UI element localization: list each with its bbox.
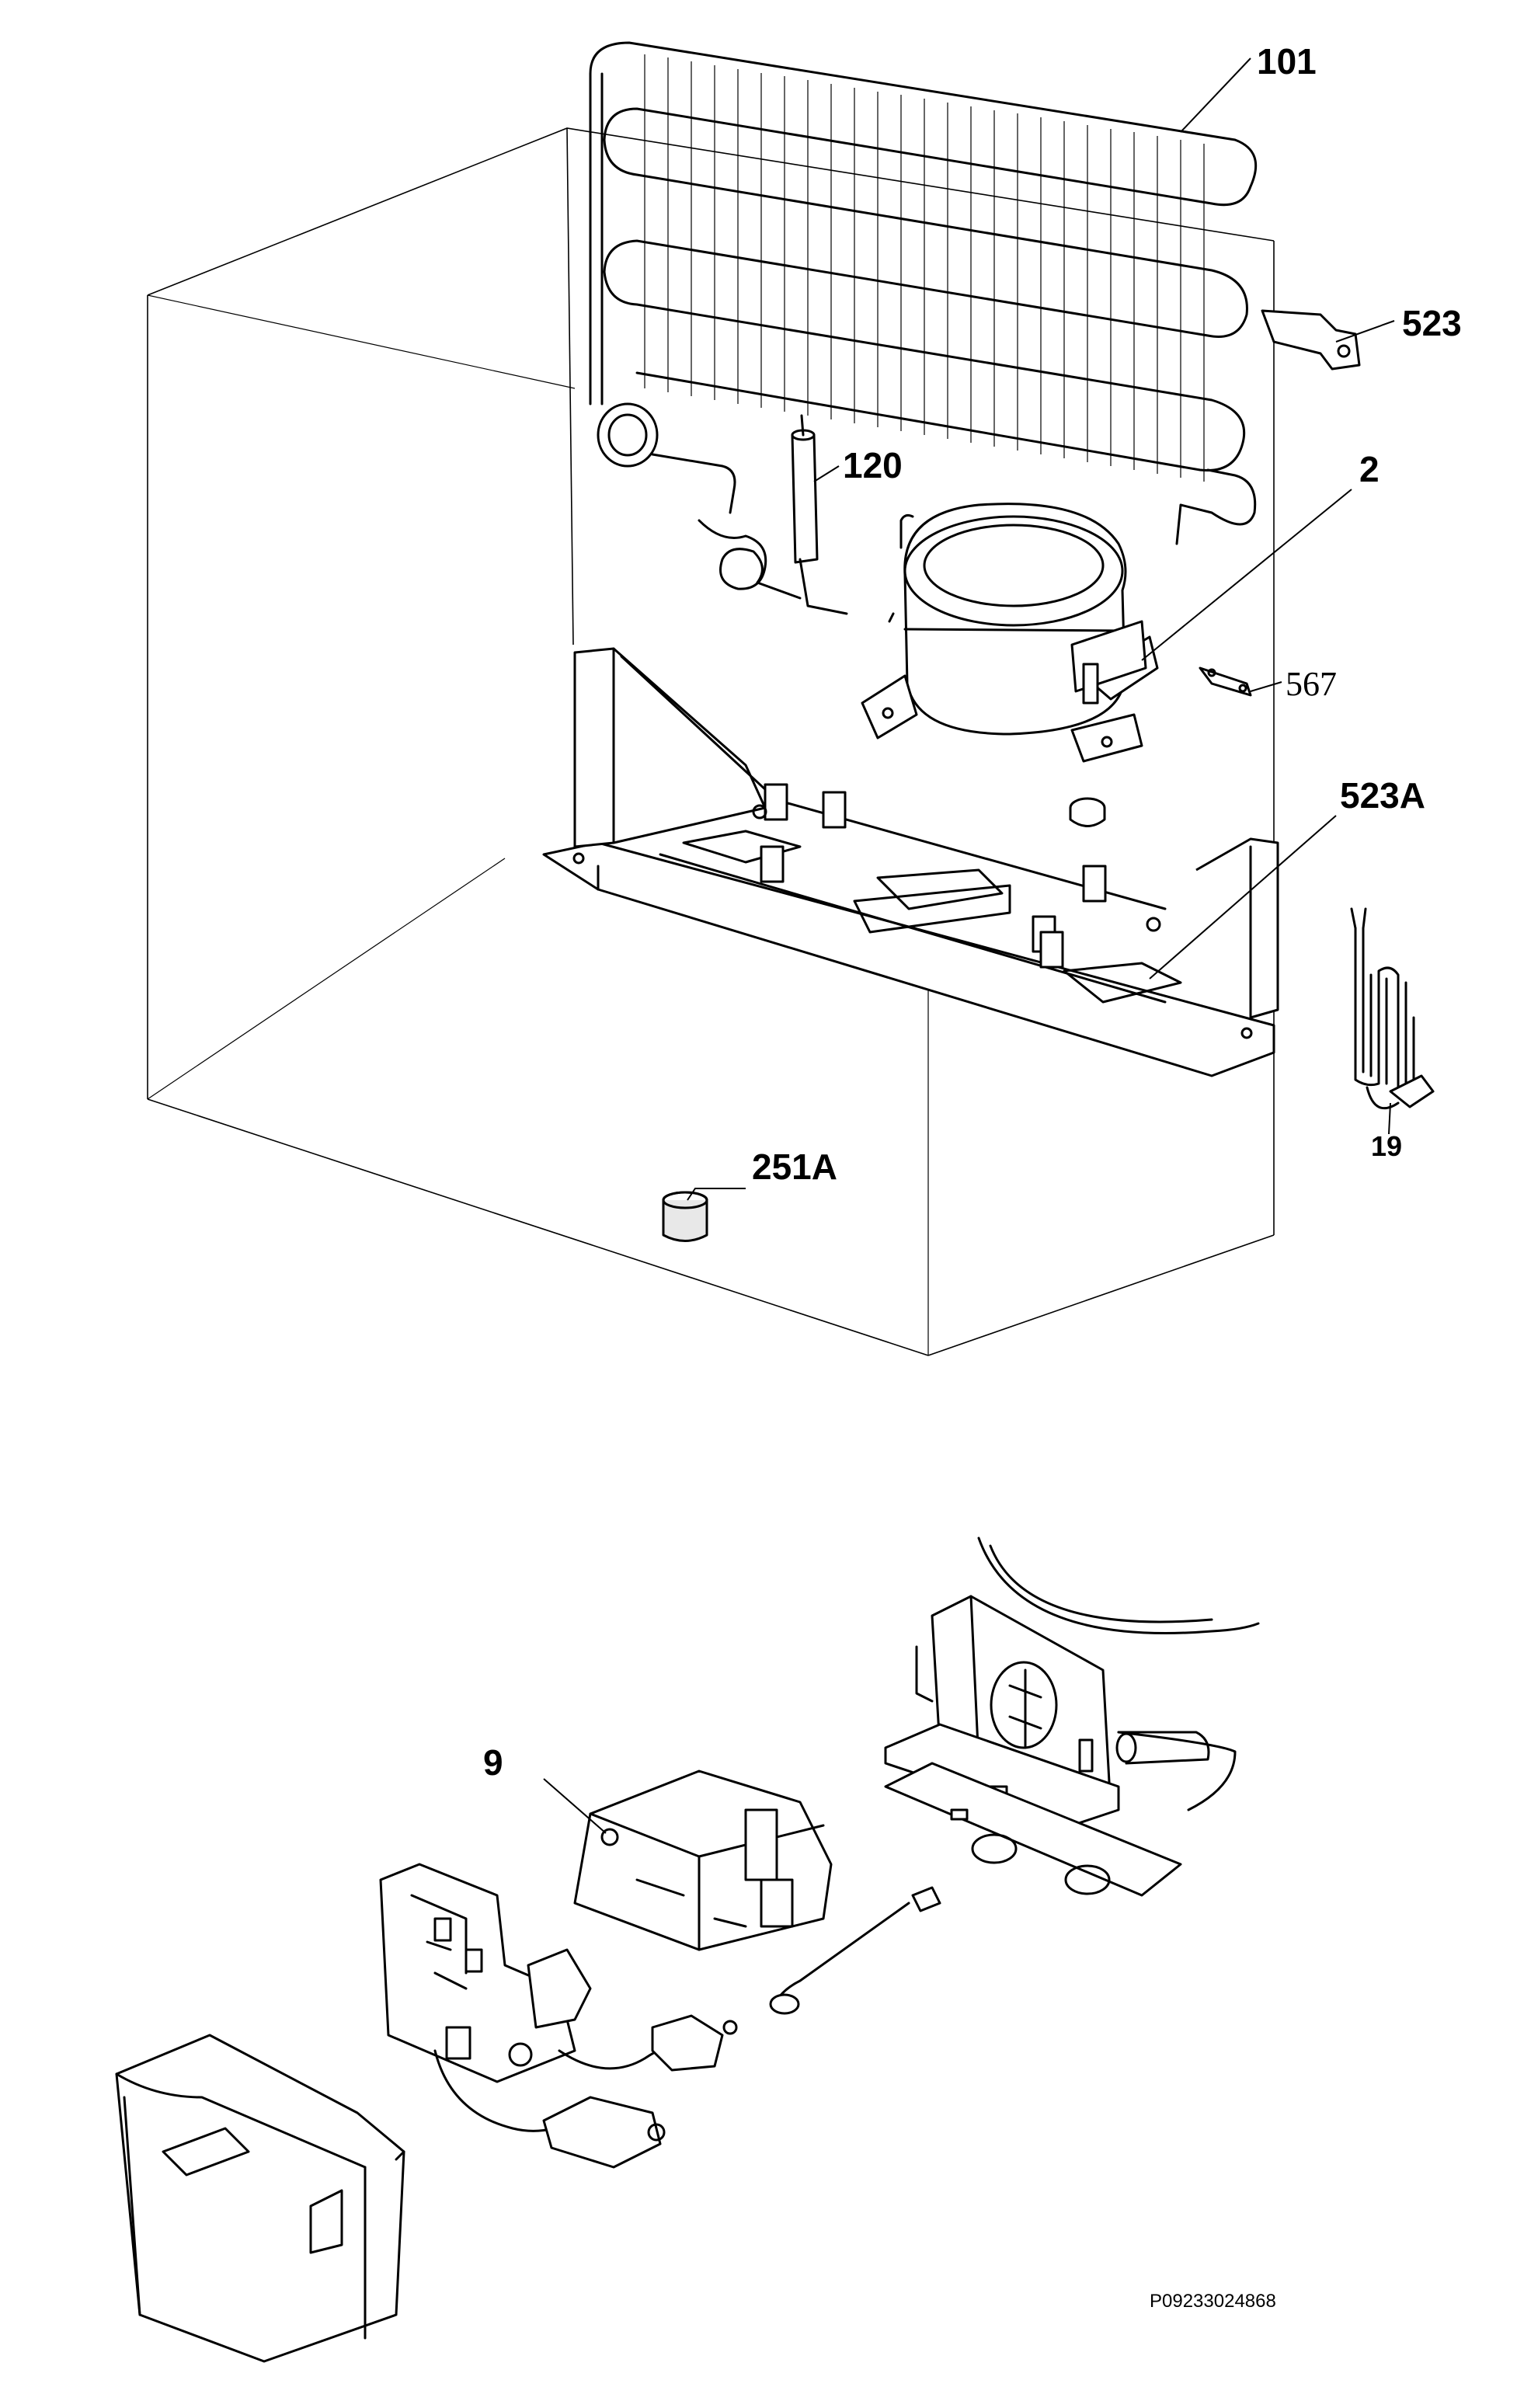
- part-label-523: 523: [1402, 303, 1462, 343]
- part-label-523a: 523A: [1340, 775, 1425, 816]
- condenser: [589, 41, 1258, 545]
- start-relay-housing: [379, 1863, 592, 2083]
- part-label-19: 19: [1371, 1130, 1402, 1162]
- bracket-523: [1261, 309, 1361, 371]
- part-label-2: 2: [1359, 449, 1380, 489]
- part-label-9: 9: [483, 1742, 503, 1783]
- part-label-101: 101: [1257, 41, 1317, 82]
- leader-lines: [543, 57, 1395, 1834]
- overload-wire: [769, 1886, 941, 2015]
- drawing-number: P09233024868: [1150, 2291, 1276, 2312]
- relay: [573, 1769, 833, 1951]
- part-label-567: 567: [1286, 665, 1337, 703]
- compressor: [861, 503, 1159, 763]
- cabinet-outline: [147, 127, 1275, 1356]
- compressor-shell-arc: [977, 1536, 1260, 1811]
- heater-cable: [1350, 907, 1435, 1110]
- relay-cover: [115, 2034, 405, 2363]
- part-label-120: 120: [843, 445, 903, 485]
- compressor-grommet: [1069, 797, 1106, 827]
- part-label-251a: 251A: [752, 1147, 837, 1187]
- clip-567: [1199, 666, 1252, 697]
- gasket-plate: [884, 1762, 1182, 1897]
- grommet-251a: [662, 1191, 708, 1242]
- terminal-bracket: [884, 1595, 1210, 1827]
- filter-drier: [698, 414, 848, 615]
- capacitor: [433, 2014, 738, 2169]
